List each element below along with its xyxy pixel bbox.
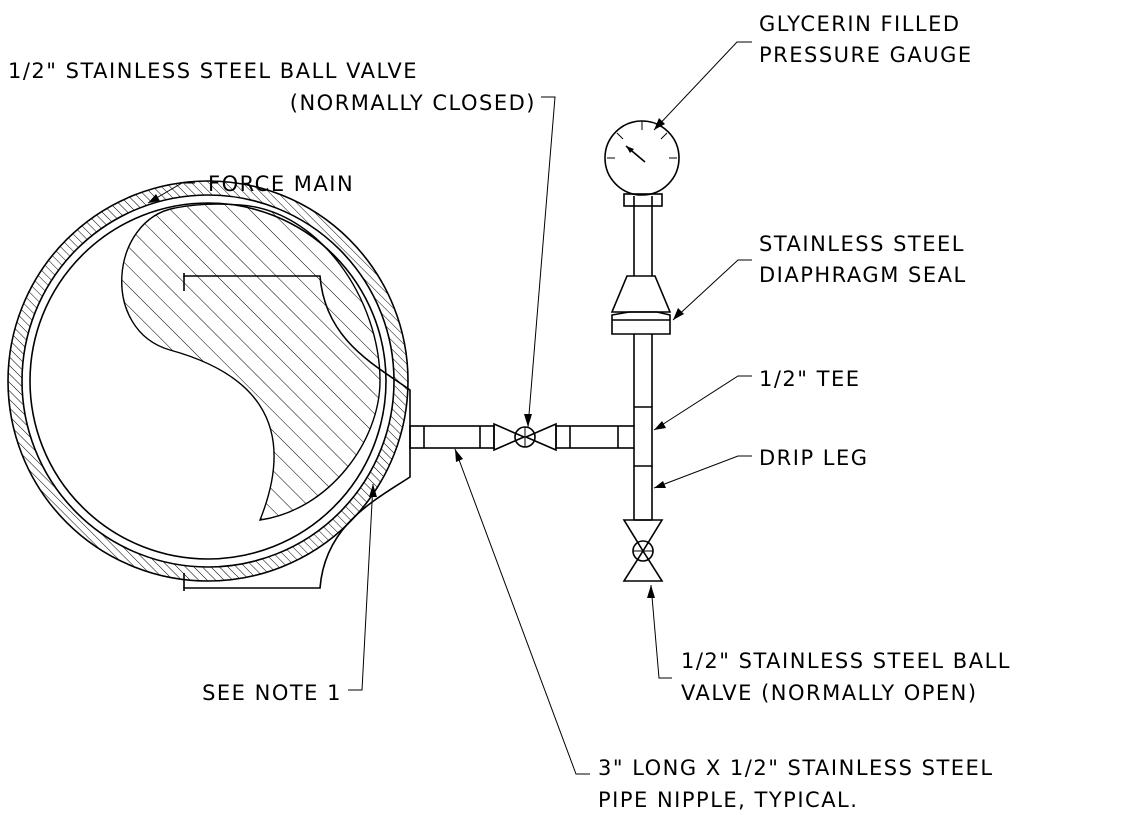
horizontal-piping xyxy=(409,422,635,452)
leader-lines xyxy=(147,41,752,775)
diaphragm-seal xyxy=(610,275,672,335)
label-ball-valve-open-line1: 1/2" STAINLESS STEEL BALL xyxy=(681,649,1011,673)
tee-and-riser xyxy=(633,334,653,521)
label-see-note: SEE NOTE 1 xyxy=(202,681,342,705)
force-main-pipe xyxy=(7,180,409,582)
label-pipe-nipple-line2: PIPE NIPPLE, TYPICAL. xyxy=(598,788,858,812)
label-gauge-line2: PRESSURE GAUGE xyxy=(759,43,973,67)
label-seal-line1: STAINLESS STEEL xyxy=(759,232,965,256)
label-tee: 1/2" TEE xyxy=(759,367,861,391)
label-drip-leg: DRIP LEG xyxy=(759,446,869,470)
label-ball-valve-open-line2: VALVE (NORMALLY OPEN) xyxy=(681,681,978,705)
ball-valve-open xyxy=(622,519,664,582)
label-pipe-nipple-line1: 3" LONG X 1/2" STAINLESS STEEL xyxy=(598,756,994,780)
label-seal-line2: DIAPHRAGM SEAL xyxy=(759,263,967,287)
label-gauge-line1: GLYCERIN FILLED xyxy=(759,12,961,36)
pipe-contents-hatch xyxy=(121,203,381,521)
label-ball-valve-closed-line1: 1/2" STAINLESS STEEL BALL VALVE xyxy=(8,59,418,83)
label-ball-valve-closed-line2: (NORMALLY CLOSED) xyxy=(290,91,536,115)
pressure-gauge xyxy=(604,120,680,276)
label-force-main: FORCE MAIN xyxy=(208,172,354,196)
callout-labels: 1/2" STAINLESS STEEL BALL VALVE (NORMALL… xyxy=(8,12,1011,812)
